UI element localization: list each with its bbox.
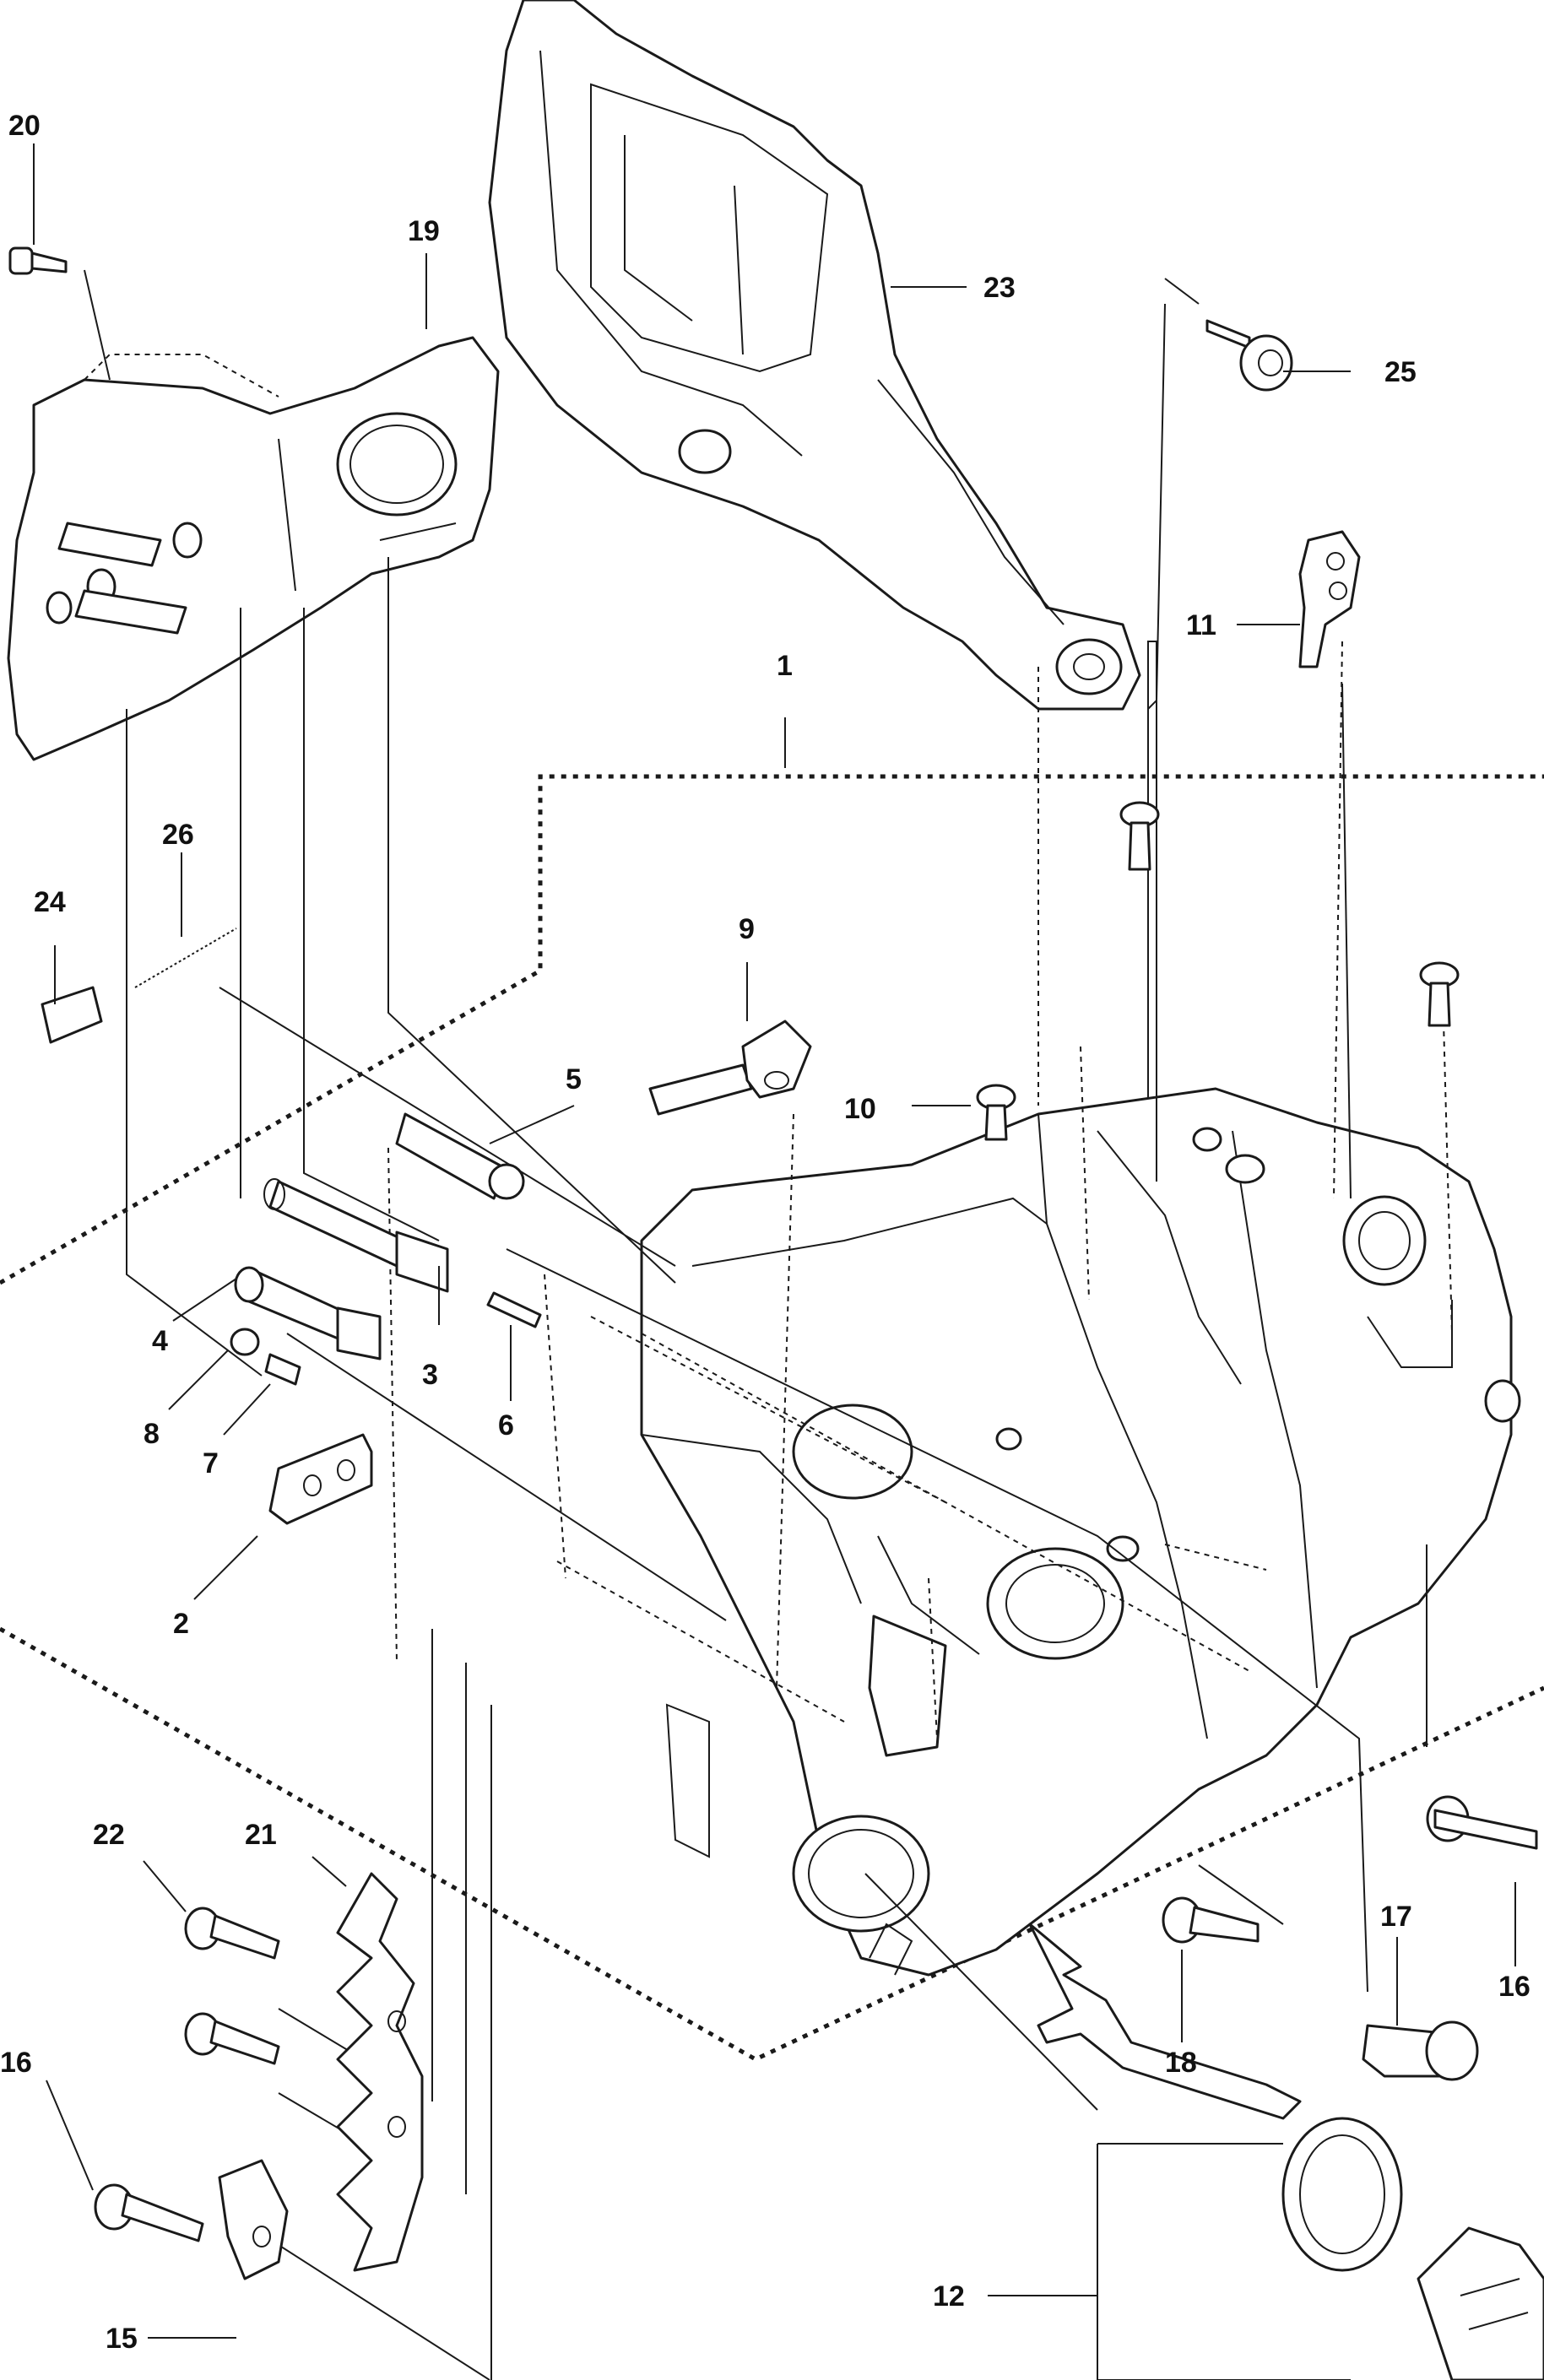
callout-11: 11 xyxy=(1186,609,1216,641)
part-rear-handle xyxy=(488,0,1141,711)
callout-10: 10 xyxy=(844,1093,876,1125)
callout-25: 25 xyxy=(1384,356,1417,388)
callout-15: 15 xyxy=(106,2323,138,2355)
part-bolt-22b xyxy=(184,2012,280,2065)
callout-2: 2 xyxy=(173,1608,189,1640)
part-bracket-15 xyxy=(218,2159,289,2280)
part-spring-26 xyxy=(134,928,237,988)
callout-7: 7 xyxy=(203,1447,219,1479)
callout-23: 23 xyxy=(983,272,1016,304)
callout-26: 26 xyxy=(162,819,194,851)
part-pin-6 xyxy=(486,1291,542,1328)
callout-9: 9 xyxy=(739,913,755,945)
callout-6: 6 xyxy=(498,1409,514,1442)
callout-8: 8 xyxy=(144,1418,160,1450)
part-bolt-22 xyxy=(184,1907,280,1960)
callout-24: 24 xyxy=(34,886,66,918)
callout-5: 5 xyxy=(566,1063,582,1095)
part-washer-8 xyxy=(230,1328,260,1356)
part-screw-20 xyxy=(8,246,68,275)
callout-17: 17 xyxy=(1380,1901,1412,1933)
part-crankcase-body xyxy=(640,1087,1521,1977)
part-bolt-top-a xyxy=(1119,801,1160,871)
part-oil-cap-12 xyxy=(1028,1923,1544,2380)
callout-19: 19 xyxy=(408,215,440,247)
part-connector-11 xyxy=(1298,530,1361,668)
part-bolt-25 xyxy=(1205,319,1293,392)
part-bolt-16-left xyxy=(94,2183,204,2242)
callout-labels: 20 19 23 25 11 1 26 24 9 5 10 4 3 6 8 7 … xyxy=(0,110,1530,2355)
callout-18: 18 xyxy=(1165,2047,1197,2079)
callout-1: 1 xyxy=(777,650,793,682)
callout-leaders xyxy=(33,143,1516,2339)
part-bolt-18 xyxy=(1162,1896,1260,1944)
part-bolt-10 xyxy=(976,1084,1016,1141)
part-adjuster-9 xyxy=(648,1020,812,1116)
part-plug-17 xyxy=(1362,2020,1479,2081)
part-pin-4 xyxy=(234,1266,382,1360)
part-screw-7 xyxy=(264,1353,301,1386)
callout-16-left: 16 xyxy=(0,2047,32,2079)
part-pin-5 xyxy=(395,1112,525,1200)
part-chain-guard xyxy=(7,336,500,761)
part-block-24 xyxy=(41,986,103,1044)
part-bolt-16-right xyxy=(1426,1795,1538,1850)
callout-4: 4 xyxy=(152,1325,168,1357)
callout-22: 22 xyxy=(93,1819,125,1851)
callout-16-right: 16 xyxy=(1498,1971,1530,2003)
part-bracket-2 xyxy=(268,1433,373,1525)
part-screw-3 xyxy=(263,1178,449,1293)
axis-lines xyxy=(84,269,1428,2380)
callout-3: 3 xyxy=(422,1359,438,1391)
callout-12: 12 xyxy=(933,2280,965,2312)
part-bolt-top-b xyxy=(1419,961,1460,1027)
assembly-group-boundary xyxy=(0,774,1544,2062)
callout-20: 20 xyxy=(8,110,41,142)
part-bumper-spike-21 xyxy=(336,1872,424,2272)
callout-21: 21 xyxy=(245,1819,277,1851)
